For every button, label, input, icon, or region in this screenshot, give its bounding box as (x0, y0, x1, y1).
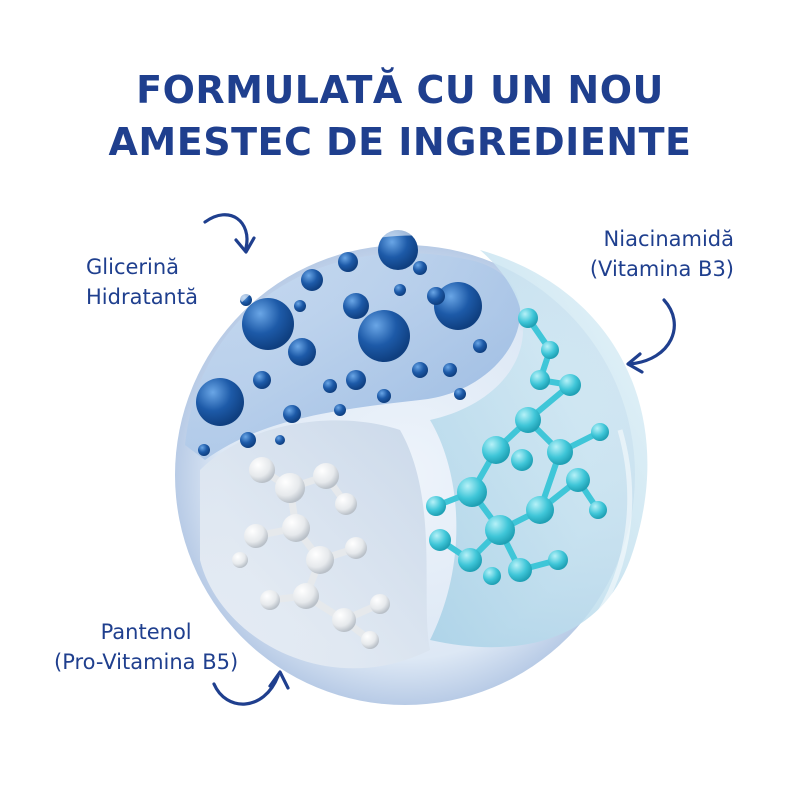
niacinamide-atoms (426, 308, 609, 585)
label-niacinamide: Niacinamidă (Vitamina B3) (590, 224, 734, 284)
panthenol-atoms (232, 457, 390, 649)
label-glycerin: Glicerină Hidratantă (86, 252, 198, 312)
label-glycerin-line-2: Hidratantă (86, 285, 198, 309)
curved-arrow-icon (203, 213, 256, 254)
curved-arrow-icon (212, 670, 290, 706)
headline: FORMULATĂ CU UN NOU AMESTEC DE INGREDIEN… (0, 64, 800, 168)
curved-arrow-icon (626, 298, 676, 374)
label-panthenol-line-2: (Pro-Vitamina B5) (54, 650, 239, 674)
label-niacinamide-line-1: Niacinamidă (603, 227, 734, 251)
label-panthenol-line-1: Pantenol (100, 620, 192, 644)
label-niacinamide-line-2: (Vitamina B3) (589, 257, 734, 281)
glycerin-molecules (196, 230, 487, 456)
label-panthenol: Pantenol (Pro-Vitamina B5) (54, 617, 238, 677)
label-glycerin-line-1: Glicerină (86, 255, 180, 279)
headline-line-1: FORMULATĂ CU UN NOU (136, 68, 664, 112)
sphere-highlight (237, 229, 471, 303)
headline-line-2: AMESTEC DE INGREDIENTE (108, 120, 692, 164)
sphere-highlight-right (578, 429, 633, 642)
